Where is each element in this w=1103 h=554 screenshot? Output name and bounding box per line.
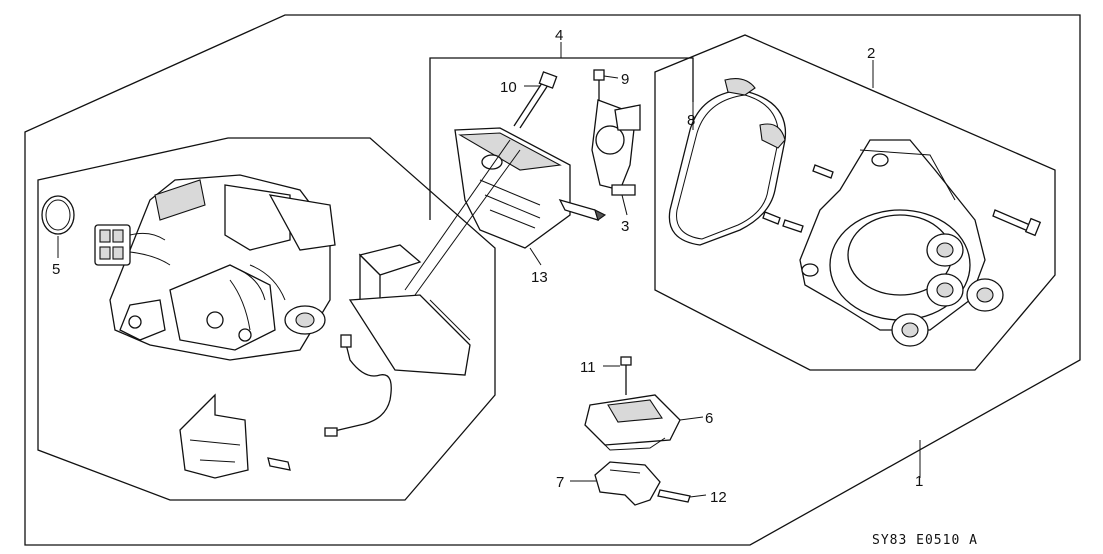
ground-wire (324, 334, 392, 437)
module-lead-line-2 (414, 149, 521, 296)
bracket-bolt (657, 489, 691, 503)
housing-bracket (179, 393, 291, 479)
cap-gasket (668, 78, 787, 246)
distributor-cap (799, 139, 1004, 347)
callout-10: 10 (500, 79, 517, 96)
cap-assembly-boundary (654, 34, 1056, 371)
callout-9: 9 (621, 71, 629, 88)
assembly-boundary-outer (24, 14, 1081, 546)
callout-1: 1 (915, 473, 923, 490)
figure-code: SY83 E0510 A (872, 533, 978, 548)
module-bolt (513, 71, 558, 129)
leader-13 (529, 247, 542, 266)
callout-2: 2 (867, 45, 875, 62)
distributor-housing (109, 174, 336, 361)
callout-7: 7 (556, 474, 564, 491)
housing-boundary (37, 137, 496, 501)
igniter-bracket (594, 461, 661, 506)
callout-8: 8 (687, 112, 695, 129)
rotor (591, 99, 641, 196)
callout-13: 13 (531, 269, 548, 286)
cap-screws (762, 164, 1042, 237)
rotor-screw (593, 69, 605, 100)
callout-4: 4 (555, 27, 563, 44)
callout-5: 5 (52, 261, 60, 278)
callout-12: 12 (710, 489, 727, 506)
callout-11: 11 (580, 359, 596, 376)
callout-3: 3 (621, 218, 629, 235)
leader-3 (621, 194, 628, 216)
module-lead-line (404, 139, 511, 291)
leader-9 (603, 75, 619, 79)
cover-plate (348, 244, 471, 376)
distributor-shaft (558, 198, 607, 221)
wire-connector (94, 224, 171, 266)
leader-12 (689, 494, 707, 498)
igniter-unit (584, 394, 681, 451)
ignition-control-module (454, 127, 571, 249)
igniter-screw (620, 356, 632, 395)
callout-6: 6 (705, 410, 713, 427)
o-ring (41, 195, 75, 235)
leader-6 (679, 416, 704, 421)
